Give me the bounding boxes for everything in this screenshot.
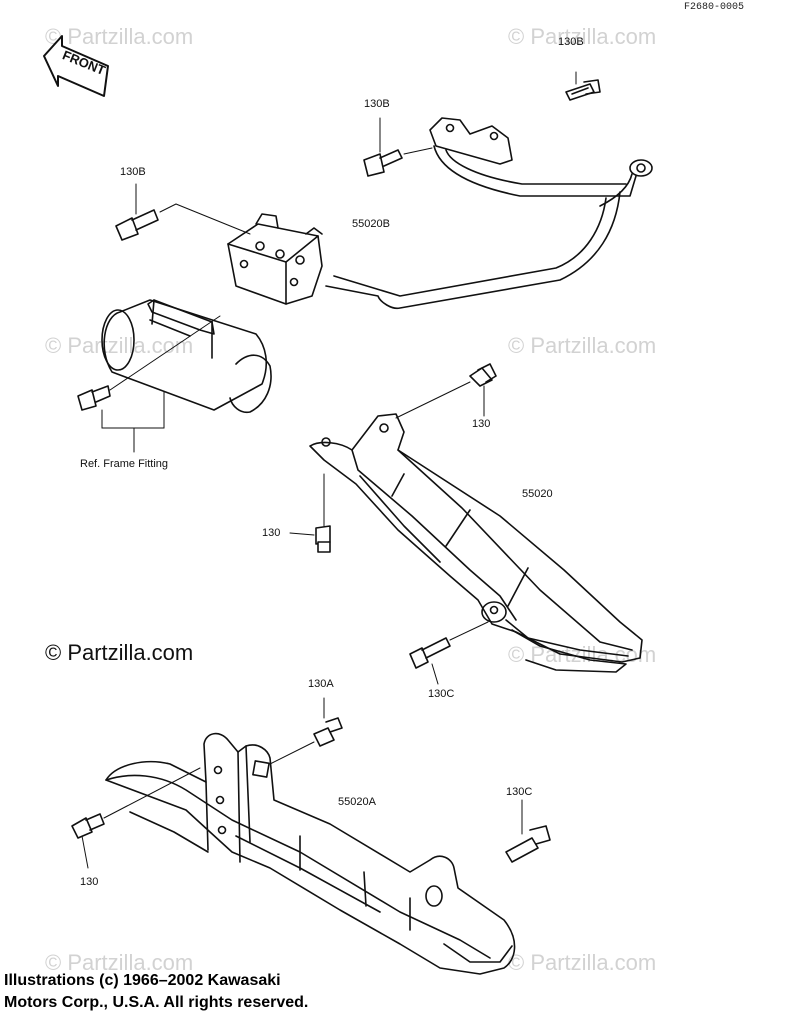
bolt-130-right-icon (395, 363, 497, 419)
copyright-line-2: Motors Corp., U.S.A. All rights reserved… (4, 994, 309, 1011)
label-55020b: 55020B (352, 218, 390, 230)
label-55020: 55020 (522, 488, 553, 500)
label-130a: 130A (308, 678, 334, 690)
label-130: 130 (80, 876, 99, 888)
bolt-130b-top-icon (565, 71, 601, 101)
label-130b: 130B (364, 98, 390, 110)
watermark: © Partzilla.com (508, 950, 657, 975)
bolt-130a-icon (269, 697, 343, 765)
front-arrow-icon: FRONT (43, 35, 109, 97)
label-130c: 130C (506, 786, 533, 798)
watermark: © Partzilla.com (508, 333, 657, 358)
bolt-130-low-icon (71, 767, 201, 869)
watermark: © Partzilla.com (45, 333, 194, 358)
guard-55020 (309, 413, 643, 673)
label-130b: 130B (120, 166, 146, 178)
watermark: © Partzilla.com (45, 24, 194, 49)
label-ref-frame-fitting: Ref. Frame Fitting (80, 458, 169, 470)
watermark: © Partzilla.com (508, 24, 657, 49)
copyright-notice: Illustrations (c) 1966–2002 Kawasaki Mot… (4, 970, 308, 1014)
bolt-130b-mid-icon (363, 117, 433, 177)
watermark: © Partzilla.com (45, 950, 194, 975)
guard-55020a (105, 732, 516, 975)
bolt-130c-low-icon (505, 799, 551, 863)
label-130b: 130B (558, 36, 584, 48)
partzilla-watermark: © Partzilla.com (45, 640, 194, 665)
label-130c: 130C (428, 688, 455, 700)
label-130: 130 (262, 527, 281, 539)
bolt-130-mid-icon (289, 473, 331, 553)
bolt-130b-left-icon (115, 183, 251, 241)
copyright-line-1: Illustrations (c) 1966–2002 Kawasaki (4, 972, 281, 989)
figure-code: F2680-0005 (683, 2, 744, 13)
label-55020a: 55020A (338, 796, 376, 808)
guard-55020b (227, 117, 653, 310)
label-130: 130 (472, 418, 491, 430)
frame-fitting (77, 299, 272, 453)
bolt-130c-mid-icon (409, 621, 489, 685)
